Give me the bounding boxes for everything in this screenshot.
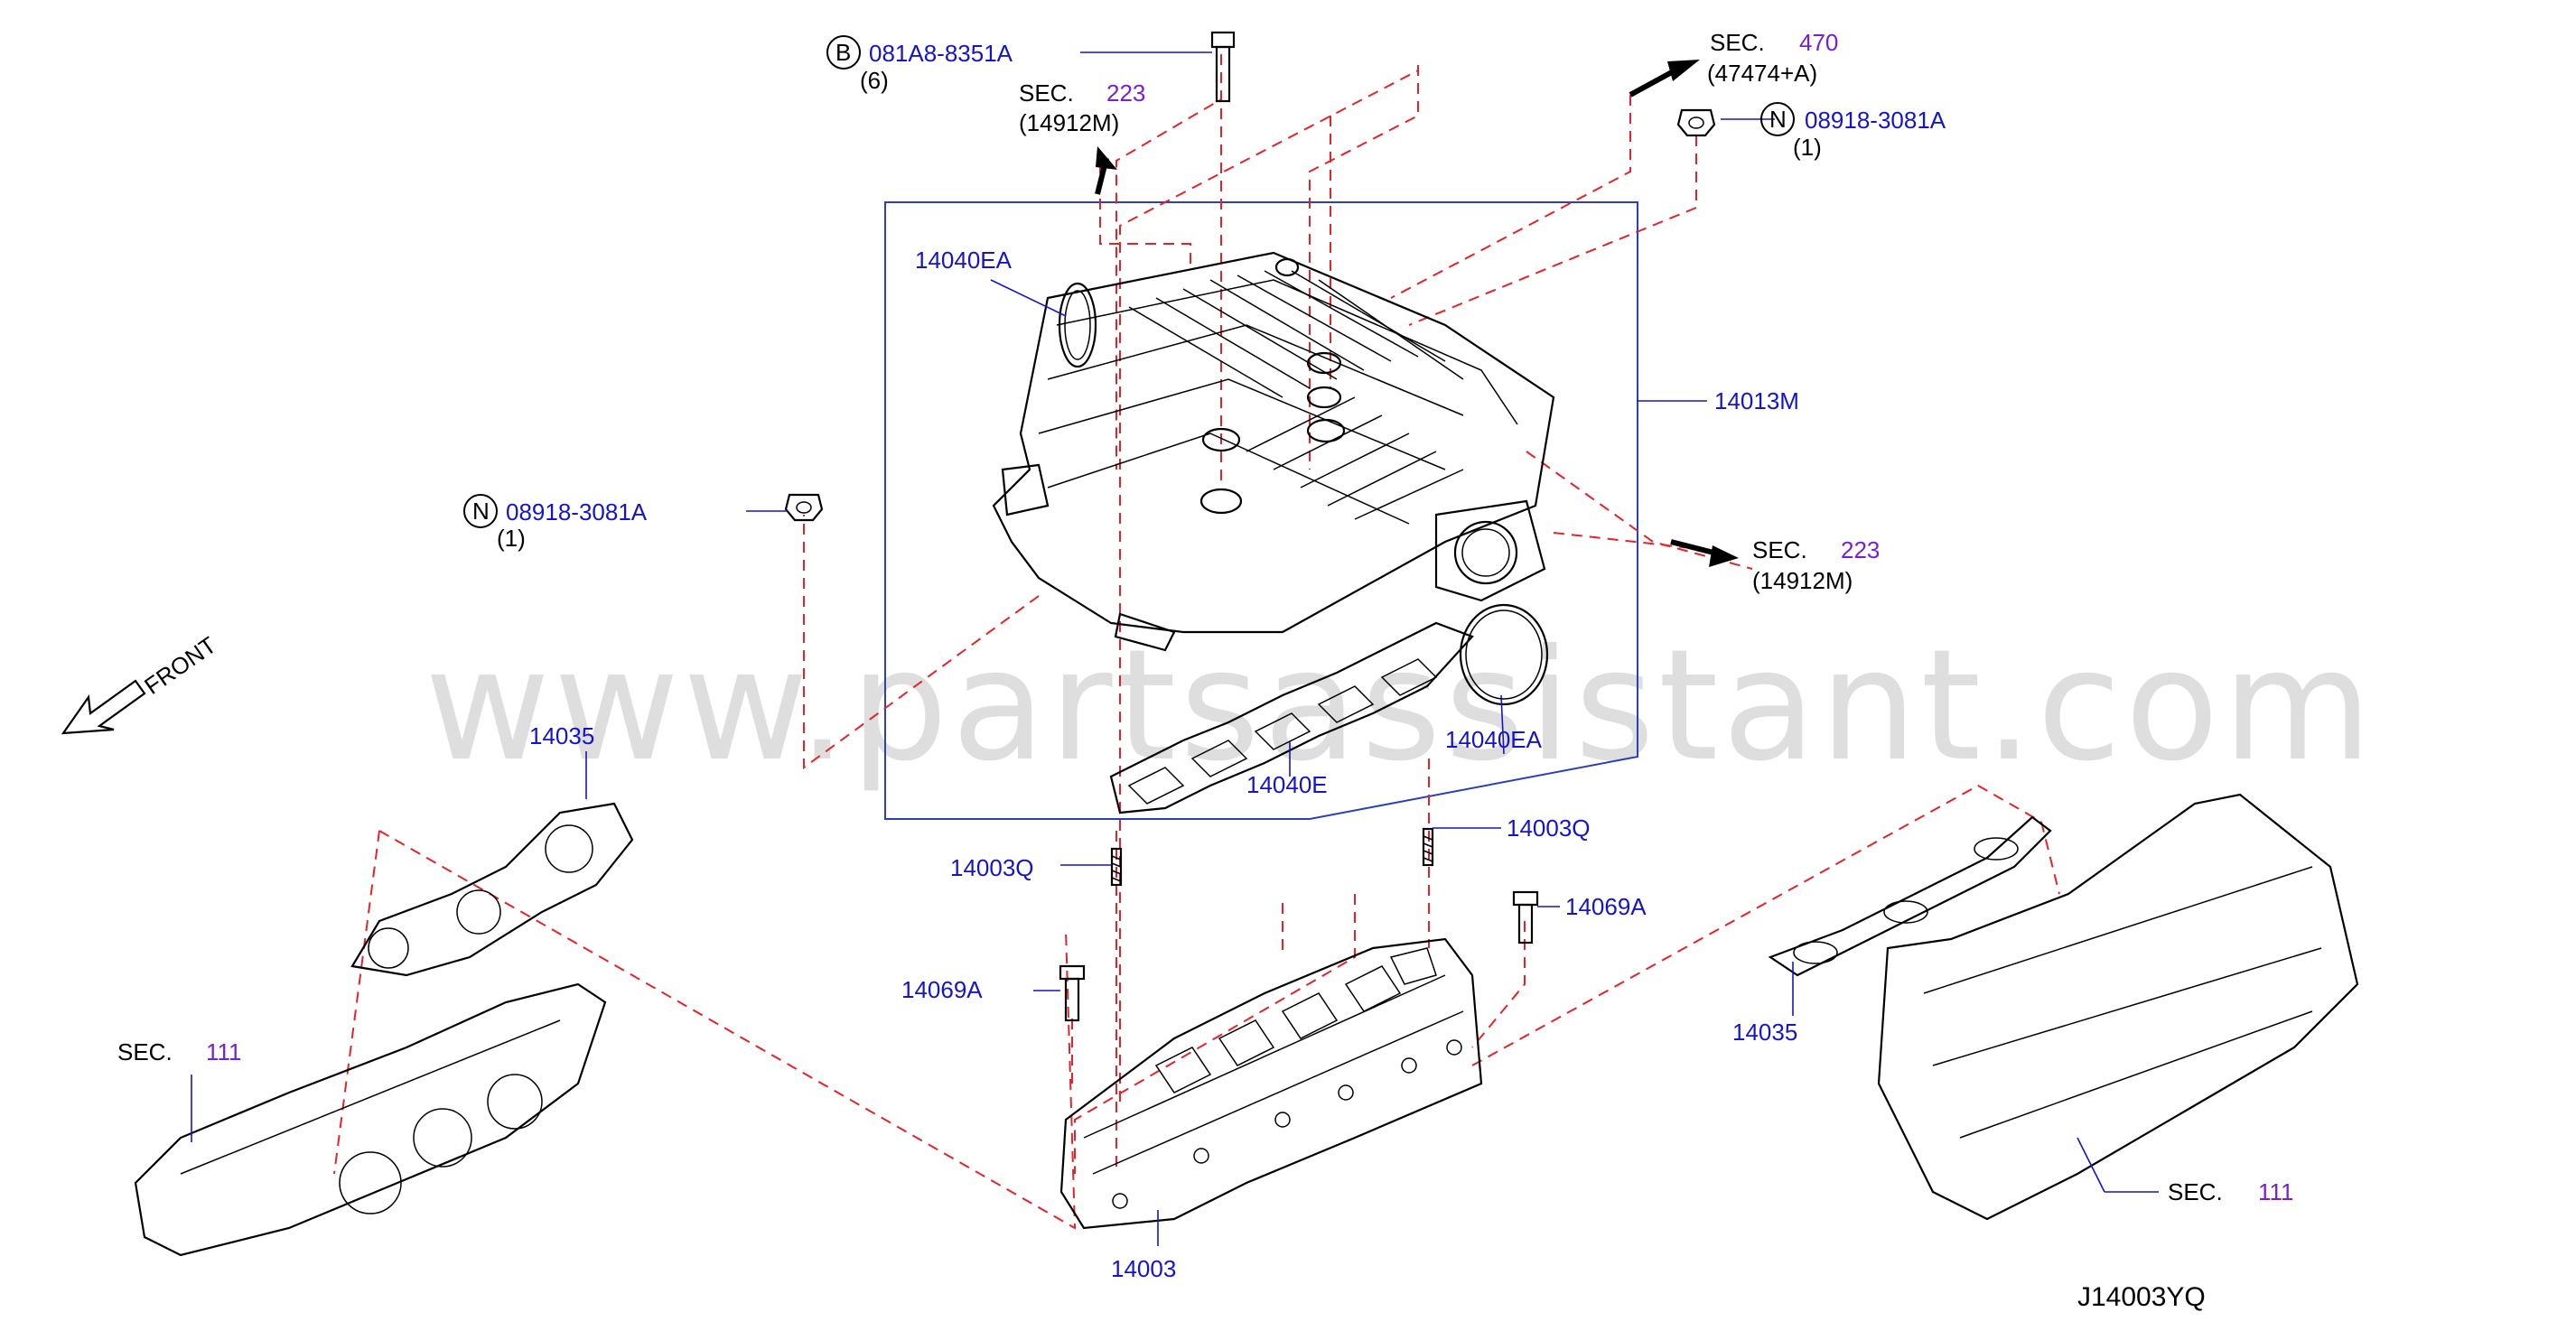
callout-sec223-top[interactable]: SEC. 223 (14912M)	[1019, 79, 1145, 136]
callout-14035-left[interactable]: 14035	[529, 722, 594, 749]
callout-14003Q-left[interactable]: 14003Q	[950, 854, 1034, 881]
gasket-14040E[interactable]	[1109, 621, 1474, 814]
sec-label: SEC.	[1752, 536, 1807, 563]
nut-symbol: N	[472, 498, 490, 525]
callout-14069A-right[interactable]: 14069A	[1565, 893, 1647, 920]
nut-quantity: (1)	[497, 525, 526, 552]
sec-number: 111	[2258, 1178, 2294, 1205]
intake-manifold-14003[interactable]	[1059, 937, 1483, 1230]
sec-ref: (14912M)	[1019, 109, 1119, 136]
callout-sec111-left[interactable]: SEC. 111	[117, 1038, 242, 1065]
callout-14040E[interactable]: 14040E	[1246, 771, 1328, 798]
callout-14003Q-right[interactable]: 14003Q	[1507, 814, 1591, 842]
alignment-lines	[333, 54, 2060, 1230]
stud-14003Q-left[interactable]	[1110, 847, 1123, 887]
arrow-sec223-top-icon	[1095, 146, 1117, 195]
leader-lines	[191, 51, 2159, 1246]
sec-ref: (14912M)	[1752, 567, 1853, 594]
callout-14003[interactable]: 14003	[1111, 1255, 1176, 1282]
cylinder-head-left[interactable]	[134, 982, 607, 1257]
callout-14035-right[interactable]: 14035	[1732, 1019, 1797, 1046]
cylinder-head-right[interactable]	[1877, 793, 2359, 1221]
sec-number: 223	[1841, 536, 1880, 563]
bolt-symbol: B	[835, 39, 851, 66]
front-label: FRONT	[139, 631, 221, 700]
callout-14040EA-right[interactable]: 14040EA	[1445, 726, 1543, 753]
nut-part-number: 08918-3081A	[1805, 107, 1946, 134]
callout-sec111-right[interactable]: SEC. 111	[2168, 1178, 2294, 1205]
callout-14013M[interactable]: 14013M	[1714, 387, 1799, 414]
sec-number: 470	[1799, 29, 1838, 56]
arrow-sec223-right-icon	[1553, 532, 1739, 567]
bolt-14069A-right[interactable]	[1512, 890, 1539, 945]
nut-quantity: (1)	[1793, 134, 1822, 161]
nut-08918-3081A-right[interactable]	[1676, 108, 1716, 137]
callout-nut-right[interactable]: N 08918-3081A (1)	[1760, 102, 1946, 161]
sec-number: 111	[206, 1038, 242, 1065]
sec-label: SEC.	[1710, 29, 1765, 56]
sec-label: SEC.	[1019, 79, 1074, 107]
callout-14069A-left[interactable]: 14069A	[901, 976, 983, 1003]
watermark: www.partsassistant.com	[425, 617, 2375, 796]
callout-sec470[interactable]: SEC. 470 (47474+A)	[1707, 29, 1838, 87]
nut-symbol: N	[1769, 106, 1787, 133]
callout-sec223-right[interactable]: SEC. 223 (14912M)	[1752, 536, 1880, 594]
bolt-part-number: 081A8-8351A	[869, 40, 1013, 67]
gasket-14040EA-right[interactable]	[1459, 603, 1549, 706]
front-arrow-icon	[61, 679, 146, 735]
bolt-quantity: (6)	[860, 67, 889, 94]
callout-14040EA-left[interactable]: 14040EA	[915, 247, 1013, 274]
arrow-sec470-icon	[1629, 60, 1700, 98]
bolt-081A8-8351A[interactable]	[1210, 31, 1236, 103]
nut-part-number: 08918-3081A	[506, 498, 648, 526]
gasket-14035-left[interactable]	[350, 802, 634, 977]
sec-label: SEC.	[2168, 1178, 2223, 1205]
gasket-14040EA-left[interactable]	[1058, 282, 1097, 368]
sec-ref: (47474+A)	[1707, 60, 1817, 87]
nut-08918-3081A-left[interactable]	[784, 493, 824, 522]
callout-bolt-081A8-8351A[interactable]: B 081A8-8351A (6)	[826, 35, 1013, 94]
bolt-14069A-left[interactable]	[1059, 964, 1086, 1022]
stud-14003Q-right[interactable]	[1422, 827, 1434, 867]
gasket-14035-right[interactable]	[1768, 815, 2052, 977]
collector-assembly-frame	[884, 201, 1638, 820]
diagram-code: J14003YQ	[2077, 1282, 2206, 1312]
sec-number: 223	[1106, 79, 1145, 107]
sec-label: SEC.	[117, 1038, 173, 1065]
callout-nut-left[interactable]: N 08918-3081A (1)	[463, 494, 648, 552]
intake-collector-14013M[interactable]	[992, 251, 1555, 652]
